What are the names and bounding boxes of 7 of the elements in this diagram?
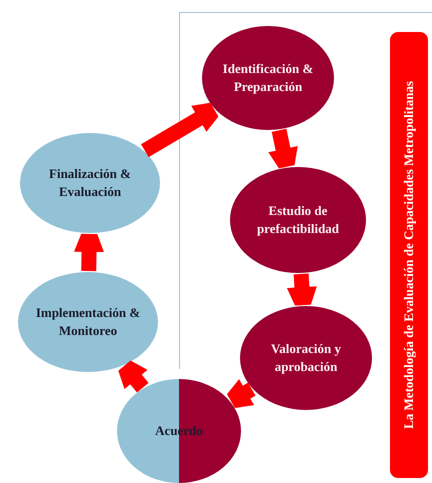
title-banner [390, 32, 428, 478]
stage-label: Valoración y aprobación [270, 340, 342, 376]
stage-label: Estudio de prefactibilidad [256, 202, 340, 238]
banner-title: La Metodología de Evaluación de Capacidades Metropolitanas [401, 81, 417, 429]
stage-label: Finalización & Evaluación [48, 164, 132, 201]
stage-label: Identificación & Preparación [222, 60, 314, 96]
stage-label: Implementación & Monitoreo [34, 304, 142, 340]
